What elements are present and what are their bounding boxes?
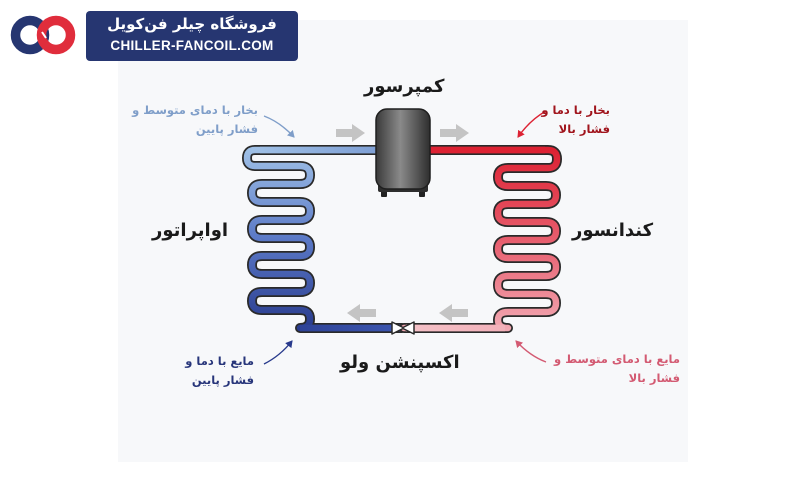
note-evaporator-outlet: بخار با دمای متوسط و فشار پایین [132,101,258,139]
flow-arrow-bottom-left [347,304,376,322]
note-condenser-outlet: مایع با دمای متوسط و فشار بالا [554,350,680,388]
evaporator-coil [242,145,407,333]
note-condenser-inlet-line1: بخار با دما و [541,103,610,117]
condenser-label: کندانسور [572,220,654,241]
condenser-coil [399,145,562,333]
note-evaporator-outlet-line2: فشار پایین [195,122,258,136]
callout-line-evaporator-outlet [263,115,295,138]
brand-banner: فروشگاه چیلر فن‌کویل CHILLER-FANCOIL.COM [86,11,298,61]
diagram-background [118,20,688,462]
note-condenser-inlet: بخار با دما و فشار بالا [541,101,610,139]
brand-name-english: CHILLER-FANCOIL.COM [110,38,274,53]
flow-arrow-top-left [336,124,365,142]
callout-lines [263,110,547,365]
brand-name-persian: فروشگاه چیلر فن‌کویل [107,15,277,33]
callout-line-condenser-inlet [517,110,547,138]
note-condenser-outlet-line2: فشار بالا [628,371,680,385]
note-evaporator-outlet-line1: بخار با دمای متوسط و [132,103,258,117]
brand-logo [4,10,82,60]
note-evaporator-inlet: مایع با دما و فشار پایین [185,352,254,390]
expansion-valve-label: اکسپنشن ولو [340,352,460,373]
note-evaporator-inlet-line2: فشار پایین [191,373,254,387]
evaporator-label: اواپراتور [152,220,229,241]
note-evaporator-inlet-line1: مایع با دما و [185,354,254,368]
flow-arrows [336,124,469,322]
callout-line-condenser-outlet [515,340,547,363]
note-condenser-outlet-line1: مایع با دمای متوسط و [554,352,680,366]
flow-arrow-top-right [440,124,469,142]
flow-arrow-bottom-right [439,304,468,322]
compressor-label: کمپرسور [364,76,445,97]
callout-line-evaporator-inlet [263,340,293,365]
compressor-unit [375,108,431,197]
note-condenser-inlet-line2: فشار بالا [558,122,610,136]
expansion-valve [391,321,415,335]
